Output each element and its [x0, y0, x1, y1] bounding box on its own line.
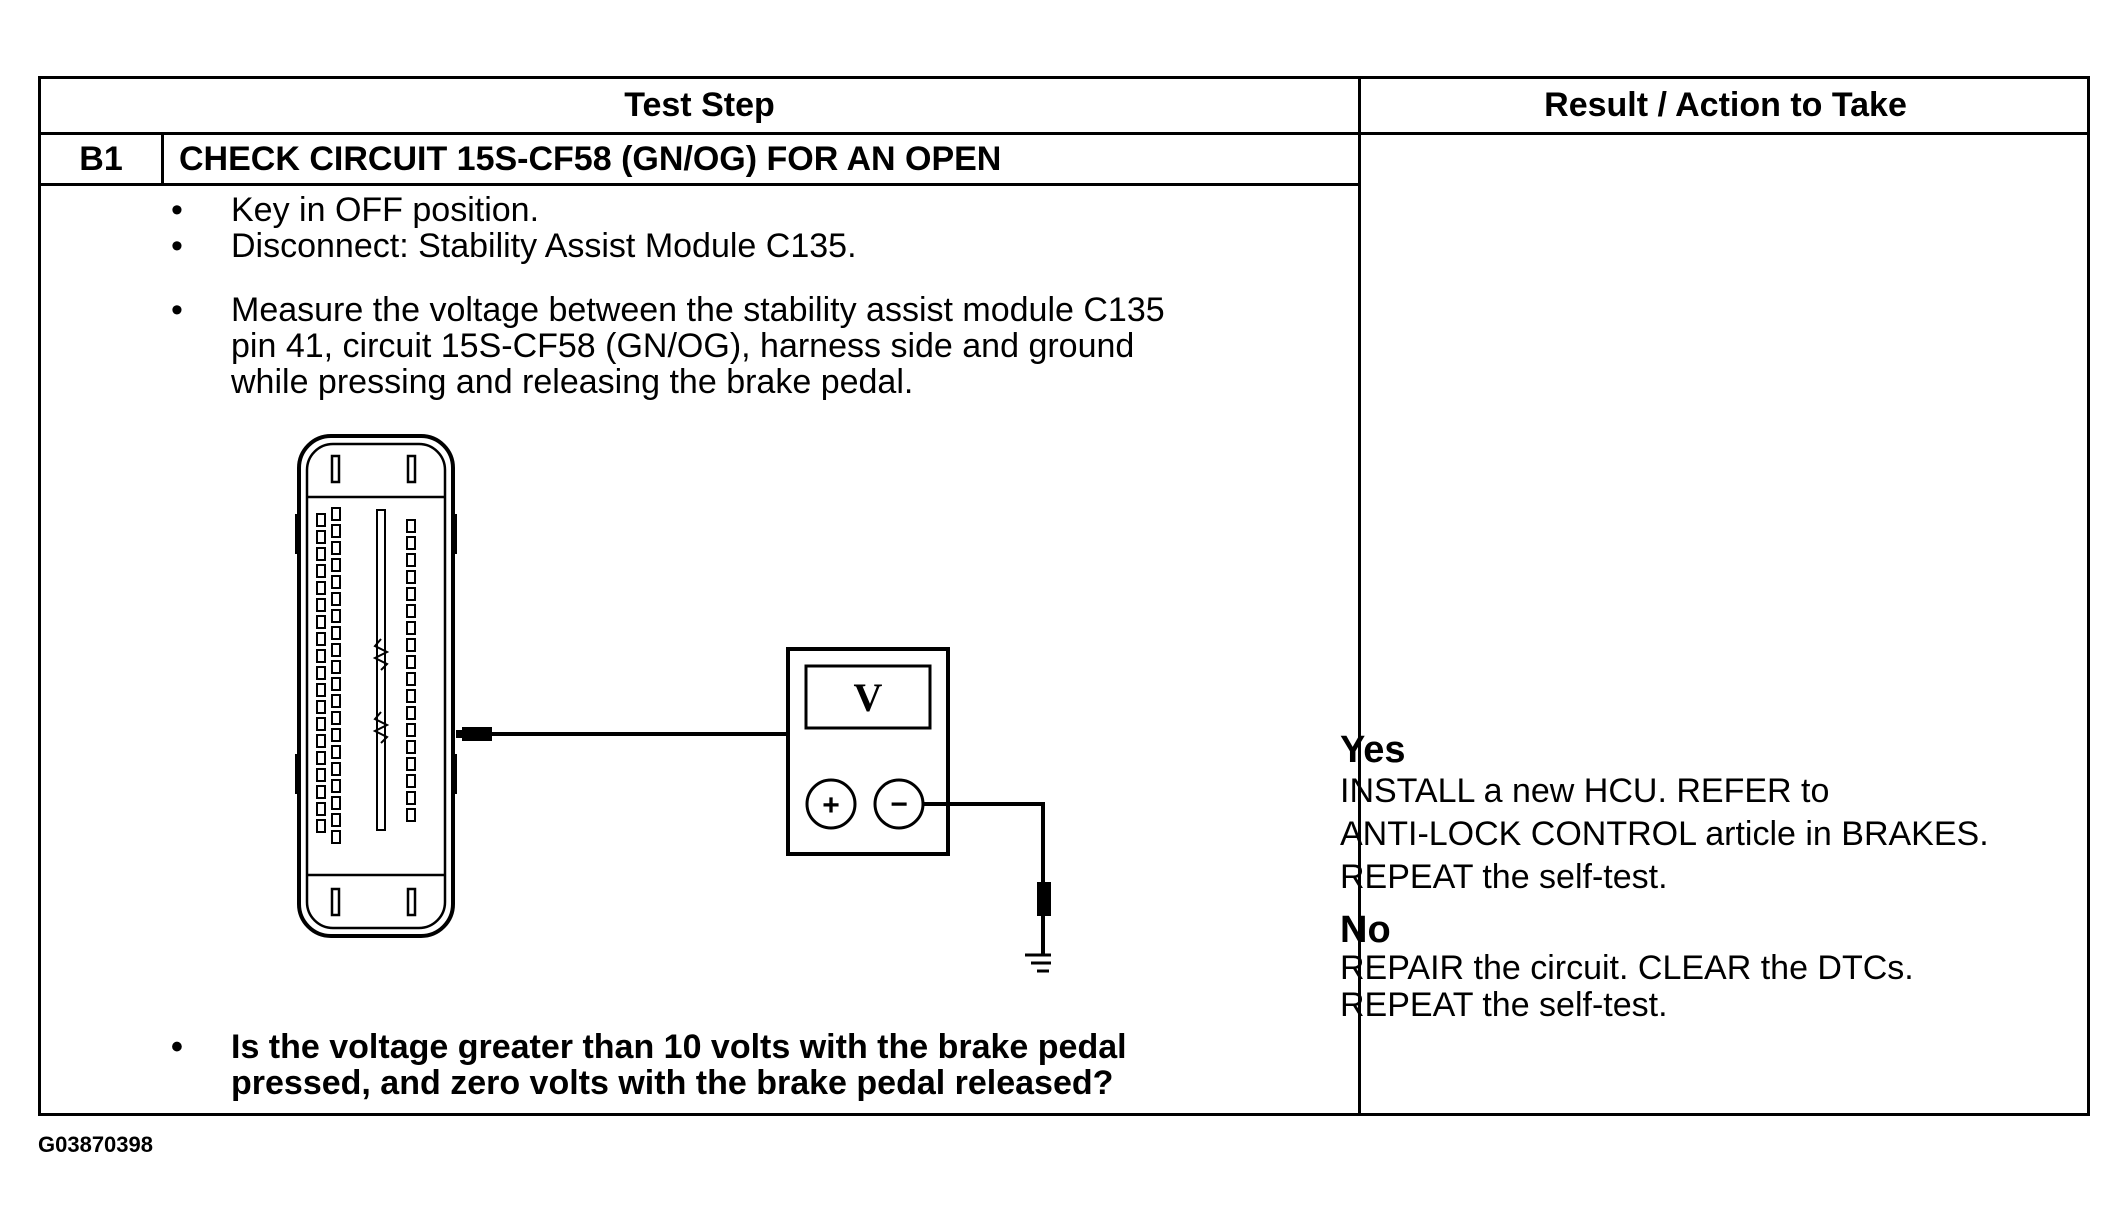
decision-question: • Is the voltage greater than 10 volts w… [171, 1029, 1341, 1101]
diagnostic-table: Test Step Result / Action to Take B1 CHE… [38, 76, 2090, 1116]
pin-cavity [331, 643, 341, 657]
pin-cavity [316, 649, 326, 663]
pin-cavity [316, 615, 326, 629]
pin-cavity [331, 592, 341, 606]
meter-display-label: V [854, 675, 883, 720]
pin-cavity [406, 536, 416, 550]
pin-cavity [331, 728, 341, 742]
pin-cavity [406, 655, 416, 669]
pin-cavity [331, 524, 341, 538]
ground-symbol-icon [1025, 953, 1051, 973]
pin-cavity [406, 774, 416, 788]
positive-terminal-label: + [822, 789, 840, 822]
pin-cavity [331, 830, 341, 844]
result-no: No REPAIR the circuit. CLEAR the DTCs. R… [1340, 910, 2060, 1024]
header-divider [41, 132, 2087, 135]
pin-cavity [316, 598, 326, 612]
pin-cavity [406, 553, 416, 567]
pin-cavity [406, 723, 416, 737]
pin-cavity [316, 717, 326, 731]
pin-cavity [316, 700, 326, 714]
measurement-instruction: • Measure the voltage between the stabil… [171, 292, 1341, 400]
pin-cavity [406, 604, 416, 618]
test-step-header: Test Step [624, 86, 775, 124]
pin-cavity [331, 745, 341, 759]
step-id: B1 [79, 140, 123, 178]
step-title-divider [41, 183, 1358, 186]
pin-cavity [316, 632, 326, 646]
bullet-icon: • [171, 191, 183, 229]
pin-cavity [316, 734, 326, 748]
pin-cavity [331, 575, 341, 589]
ground-lead [923, 802, 1051, 954]
figure-id: G03870398 [38, 1132, 153, 1157]
pin-cavity [406, 621, 416, 635]
instruction-text: Disconnect: Stability Assist Module C135… [231, 227, 857, 265]
pin-cavity [316, 513, 326, 527]
pin-cavity [331, 779, 341, 793]
instruction-text: Measure the voltage between the stabilit… [231, 291, 1165, 401]
bullet-icon: • [171, 291, 183, 329]
pin-cavity [406, 672, 416, 686]
pin-cavity [316, 802, 326, 816]
pin-cavity [406, 689, 416, 703]
instruction-list: • Key in OFF position. • Disconnect: Sta… [171, 192, 1341, 264]
step-id-divider [161, 132, 164, 186]
bullet-icon: • [171, 227, 183, 265]
pin-cavity [406, 740, 416, 754]
result-action-header: Result / Action to Take [1544, 86, 1907, 124]
pin-cavity [316, 547, 326, 561]
wiring-diagram: V + − [295, 434, 1051, 973]
pin-cavity [331, 694, 341, 708]
pin-cavity [331, 660, 341, 674]
pin-cavity [331, 762, 341, 776]
instruction-item: • Measure the voltage between the stabil… [171, 292, 1341, 400]
negative-terminal-label: − [890, 788, 908, 821]
pin-cavity [316, 564, 326, 578]
pin-cavity [406, 808, 416, 822]
column-divider [1358, 79, 1361, 1113]
instruction-item: • Disconnect: Stability Assist Module C1… [171, 228, 1341, 264]
pin-cavity [316, 785, 326, 799]
instruction-text: Key in OFF position. [231, 191, 540, 229]
yes-action: INSTALL a new HCU. REFER to ANTI-LOCK CO… [1340, 772, 1989, 896]
connector-pin-grid [316, 507, 416, 844]
pin-cavity [316, 768, 326, 782]
instruction-item: • Is the voltage greater than 10 volts w… [171, 1029, 1341, 1101]
step-title: CHECK CIRCUIT 15S-CF58 (GN/OG) FOR AN OP… [179, 140, 1002, 178]
pin-cavity [331, 507, 341, 521]
connector-c135-icon [295, 434, 457, 938]
pin-cavity [331, 813, 341, 827]
pin-cavity [316, 683, 326, 697]
pin-cavity [331, 677, 341, 691]
pin-cavity [331, 626, 341, 640]
pin-cavity [406, 638, 416, 652]
question-text: Is the voltage greater than 10 volts wit… [231, 1028, 1127, 1102]
pin-cavity [406, 791, 416, 805]
test-lead [456, 727, 831, 741]
pin-cavity [406, 519, 416, 533]
pin-cavity [331, 796, 341, 810]
pin-cavity [331, 711, 341, 725]
voltmeter-icon: V + − [786, 647, 950, 856]
pin-cavity [316, 751, 326, 765]
instruction-item: • Key in OFF position. [171, 192, 1341, 228]
bullet-icon: • [171, 1028, 183, 1066]
pin-cavity [406, 570, 416, 584]
pin-cavity [406, 706, 416, 720]
pin-cavity [316, 819, 326, 833]
pin-cavity [406, 587, 416, 601]
pin-cavity [406, 757, 416, 771]
pin-cavity [331, 541, 341, 555]
result-yes: Yes INSTALL a new HCU. REFER to ANTI-LOC… [1340, 730, 2060, 899]
pin-cavity [331, 609, 341, 623]
no-action: REPAIR the circuit. CLEAR the DTCs. REPE… [1340, 949, 1914, 1024]
pin-cavity [316, 530, 326, 544]
pin-cavity [331, 558, 341, 572]
no-label: No [1340, 909, 1391, 951]
pin-cavity [316, 581, 326, 595]
pin-cavity [316, 666, 326, 680]
yes-label: Yes [1340, 729, 1406, 771]
